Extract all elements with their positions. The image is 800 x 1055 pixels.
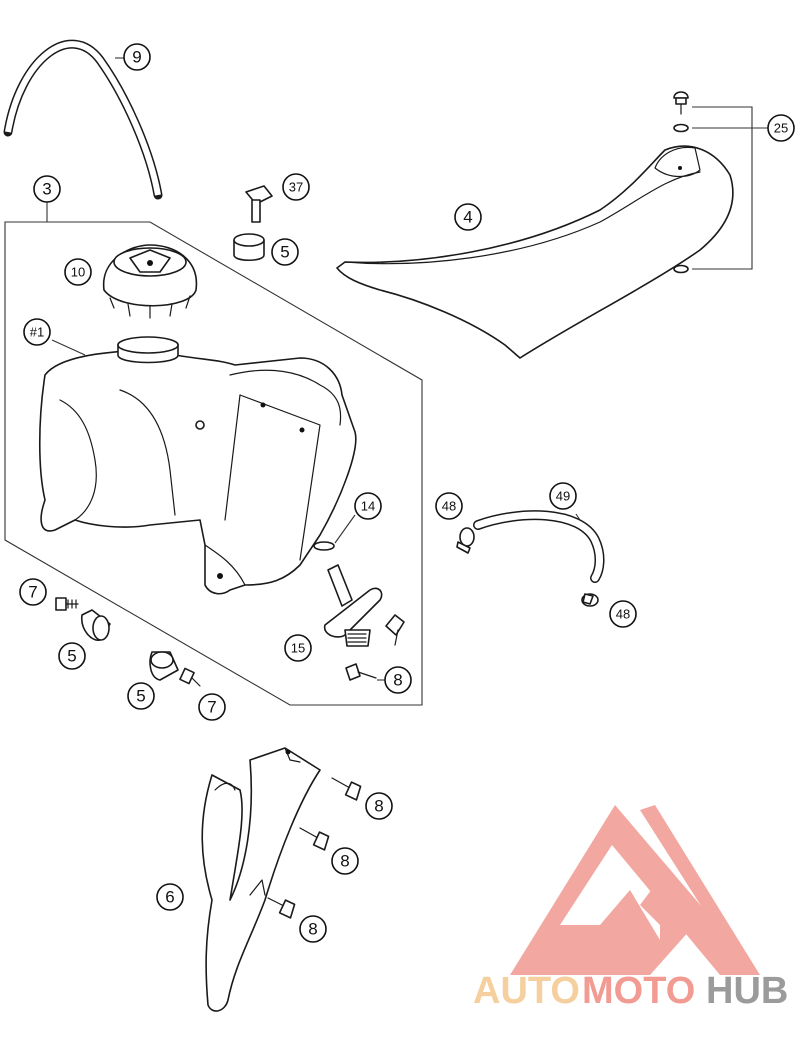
svg-text:49: 49 — [556, 489, 570, 504]
callout-37: 37 — [282, 173, 310, 201]
callout-5-a: 5 — [58, 642, 86, 670]
screw-8-d — [299, 827, 330, 851]
vent-hose — [3, 39, 163, 200]
screw-8-e — [267, 897, 296, 919]
callout-4: 4 — [454, 203, 482, 231]
callout-25: 25 — [767, 114, 795, 142]
seat — [336, 145, 734, 359]
seat-bolt — [673, 91, 689, 274]
screw-8-a — [385, 614, 405, 646]
seal-14 — [313, 541, 335, 551]
svg-text:48: 48 — [616, 607, 630, 622]
svg-text:6: 6 — [165, 888, 174, 907]
svg-text:HUB: HUB — [706, 970, 788, 1012]
svg-text:7: 7 — [28, 583, 37, 602]
screw-8-b — [345, 663, 377, 681]
svg-text:AUTO: AUTO — [473, 970, 580, 1012]
callout-7-b: 7 — [198, 693, 226, 721]
fuel-hose — [473, 510, 605, 583]
callout-6: 6 — [156, 883, 184, 911]
fuel-tank — [38, 336, 357, 595]
svg-text:5: 5 — [280, 243, 289, 262]
svg-text:14: 14 — [361, 499, 375, 514]
screw-37 — [245, 185, 273, 223]
hose-clamp-48-a — [456, 527, 475, 554]
svg-text:5: 5 — [67, 647, 76, 666]
callout-7-a: 7 — [19, 578, 47, 606]
callout-15: 15 — [284, 634, 312, 662]
svg-text:8: 8 — [393, 671, 402, 690]
svg-text:7: 7 — [207, 698, 216, 717]
callout-48-bottom: 48 — [609, 600, 637, 628]
bushing-5-a — [81, 609, 111, 641]
callout-14: 14 — [354, 492, 382, 520]
svg-text:10: 10 — [71, 265, 85, 280]
bushing-5-top — [233, 233, 265, 262]
callout-8-a: 8 — [384, 666, 412, 694]
screw-8-c — [331, 777, 362, 801]
svg-text:8: 8 — [308, 920, 317, 939]
bolt-7-a — [55, 597, 79, 611]
callout-3: 3 — [33, 175, 61, 203]
bushing-5-b — [149, 651, 179, 681]
automotohub-logo: AUTO MOTO HUB — [473, 805, 788, 1012]
svg-text:8: 8 — [374, 797, 383, 816]
shroud — [201, 747, 321, 1012]
hose-clamp-48-b — [581, 593, 599, 607]
svg-text:25: 25 — [774, 121, 788, 136]
callout-48-top: 48 — [435, 492, 463, 520]
callout-49: 49 — [549, 482, 577, 510]
svg-text:3: 3 — [42, 180, 51, 199]
callout-8-d: 8 — [299, 915, 327, 943]
svg-text:37: 37 — [289, 180, 303, 195]
callout-8-b: 8 — [365, 792, 393, 820]
callout-8-c: 8 — [331, 847, 359, 875]
svg-text:48: 48 — [442, 499, 456, 514]
fuel-cap — [102, 244, 198, 319]
svg-text:5: 5 — [136, 687, 145, 706]
callout-1: #1 — [23, 318, 51, 346]
callout-10: 10 — [64, 258, 92, 286]
svg-text:MOTO: MOTO — [582, 970, 695, 1012]
svg-text:8: 8 — [340, 852, 349, 871]
fuel-tap — [323, 564, 383, 647]
callout-5-b: 5 — [127, 682, 155, 710]
callout-9: 9 — [123, 43, 151, 71]
svg-text:15: 15 — [291, 641, 305, 656]
callout-5-top: 5 — [271, 238, 299, 266]
svg-text:4: 4 — [463, 208, 472, 227]
bolt-7-b — [179, 667, 201, 687]
svg-text:#1: #1 — [30, 325, 44, 340]
svg-text:9: 9 — [132, 48, 141, 67]
